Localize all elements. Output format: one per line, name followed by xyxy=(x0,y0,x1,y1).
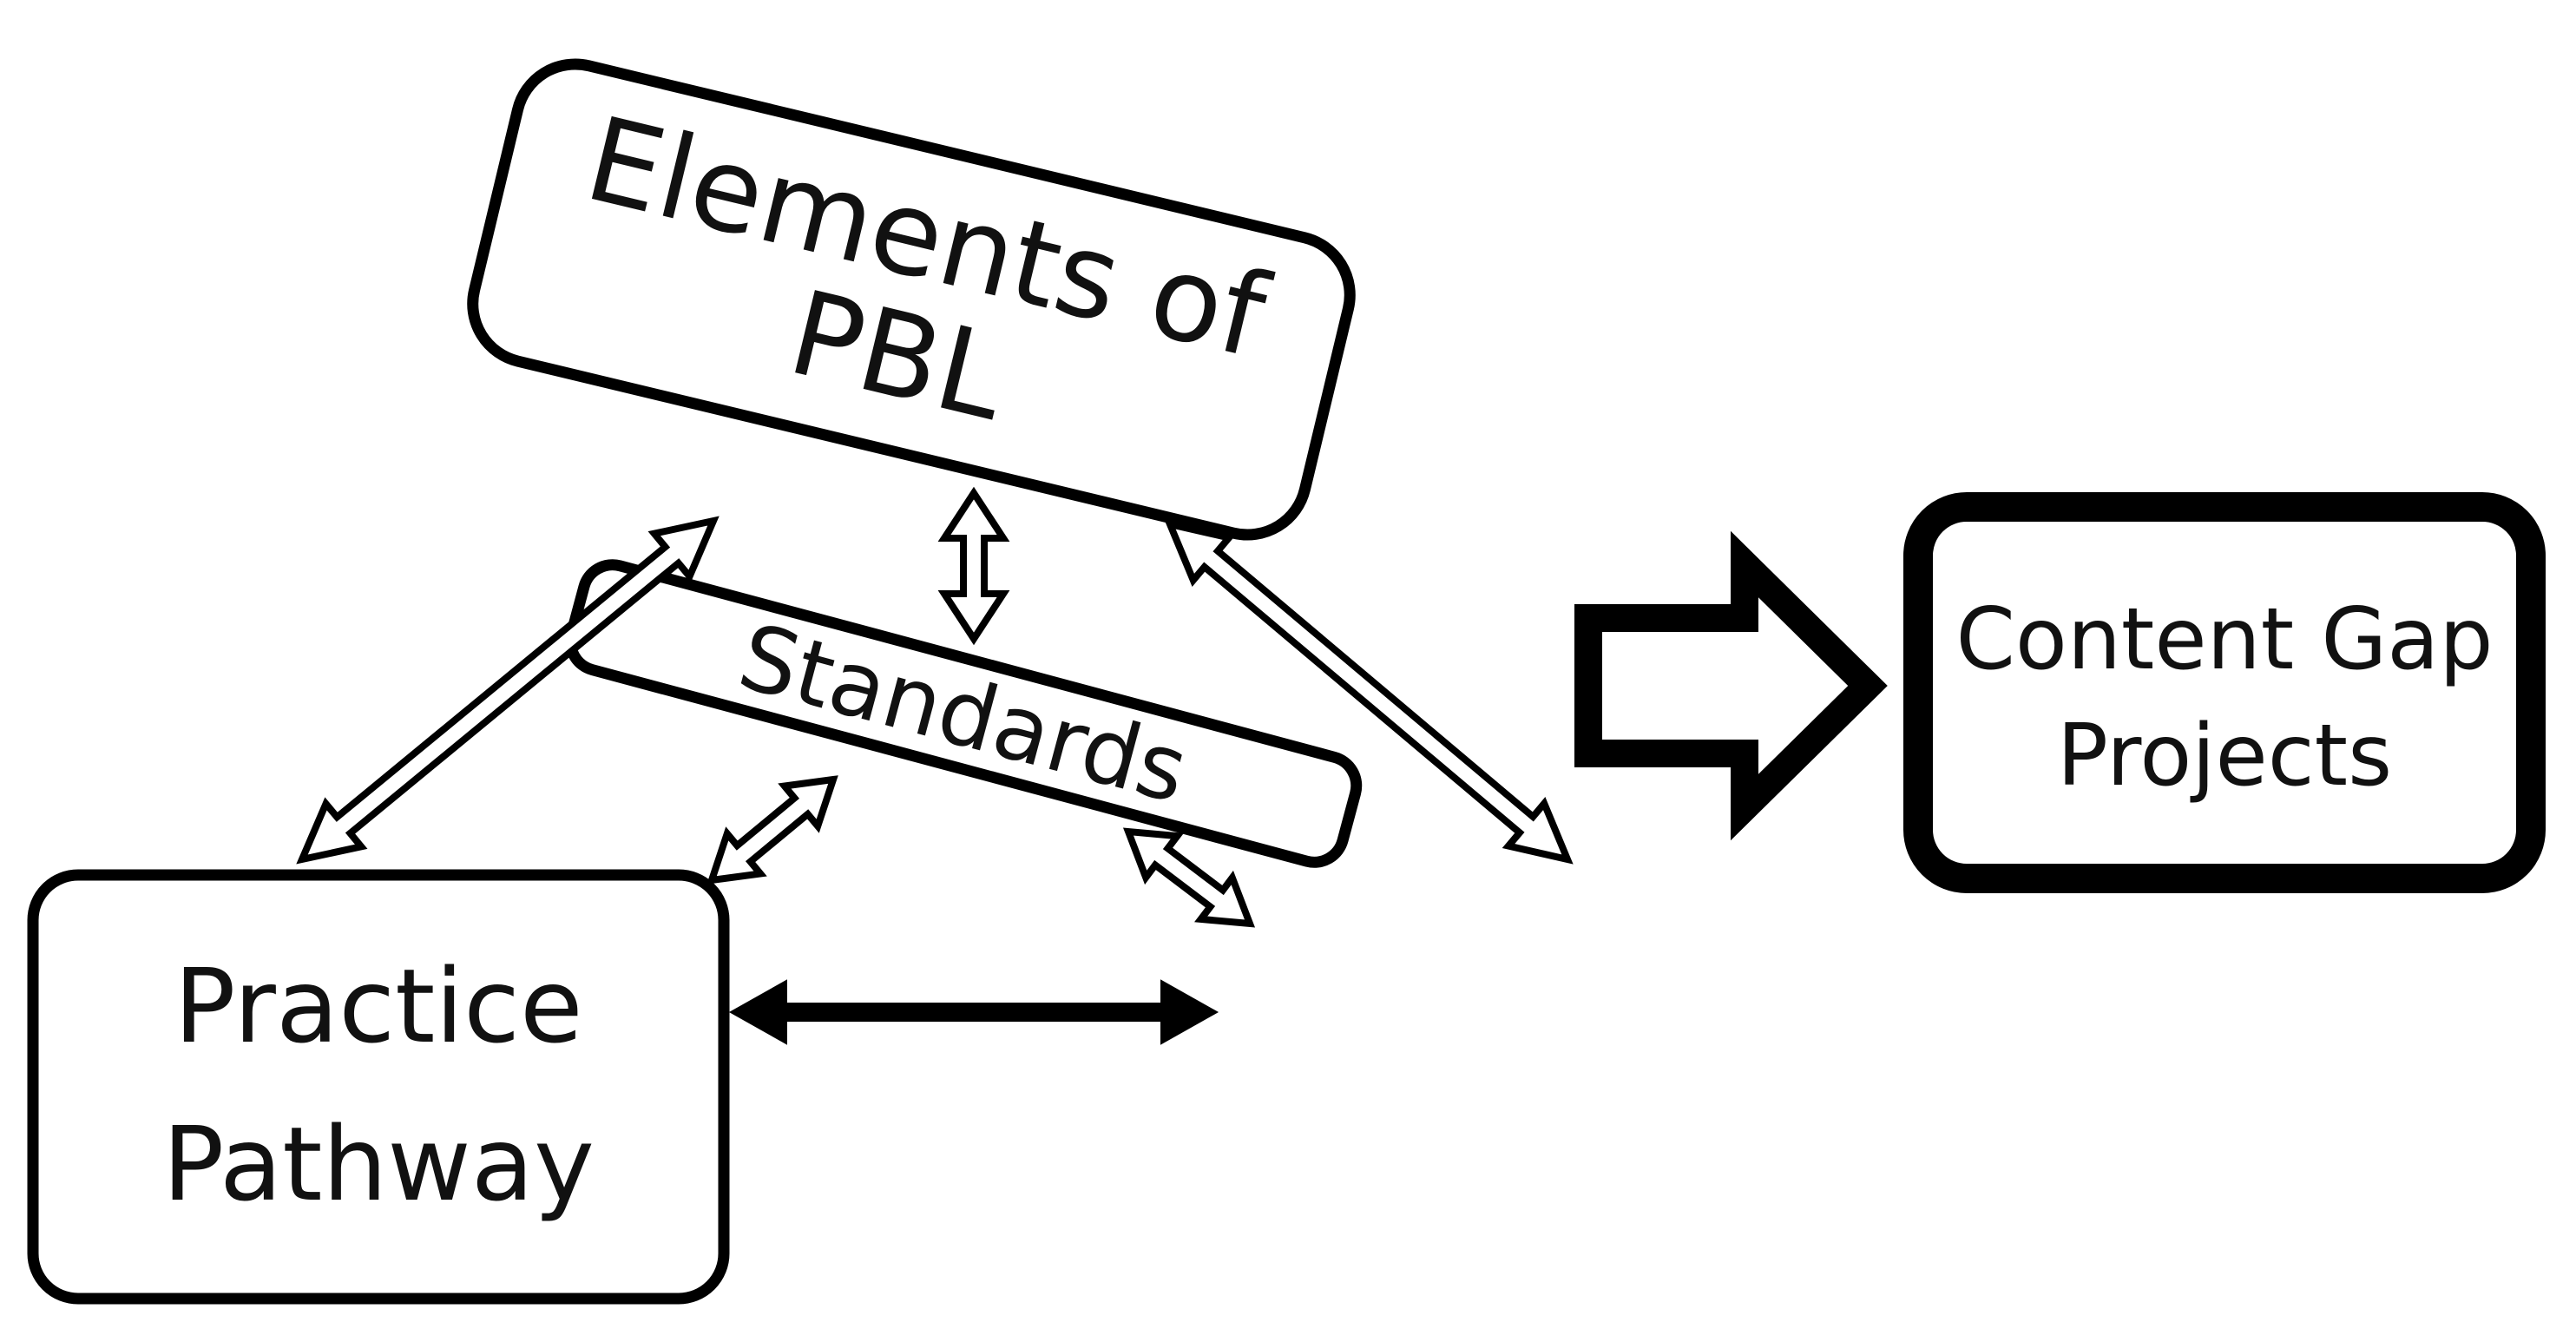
elements-of-pbl-node: Elements of PBL xyxy=(467,58,1356,541)
practice-pathway-label-line1: Practice xyxy=(174,946,582,1066)
block-arrow xyxy=(1574,530,1888,841)
standards-contentgap-arrow xyxy=(1122,827,1256,928)
pbl-contentgap-arrow xyxy=(1164,519,1574,865)
pbl-practice-arrow xyxy=(296,516,720,865)
elements-of-pbl-box xyxy=(467,58,1356,541)
content-gap-projects-label-line2: Projects xyxy=(2057,707,2392,806)
standards-box xyxy=(564,559,1363,868)
connector-arrows xyxy=(296,486,1574,928)
content-gap-projects-node: Content Gap Projects xyxy=(1903,492,2546,893)
practice-pathway-label-line2: Pathway xyxy=(162,1104,595,1224)
standards-practice-arrow xyxy=(706,775,838,885)
pbl-standards-arrow xyxy=(937,486,1010,646)
practice-pathway-box xyxy=(27,869,730,1305)
content-gap-projects-label-line1: Content Gap xyxy=(1955,590,2493,689)
practice-pathway-node: Practice Pathway xyxy=(27,869,730,1305)
content-gap-projects-box xyxy=(1903,492,2546,893)
solid-double-arrow xyxy=(728,979,1219,1045)
